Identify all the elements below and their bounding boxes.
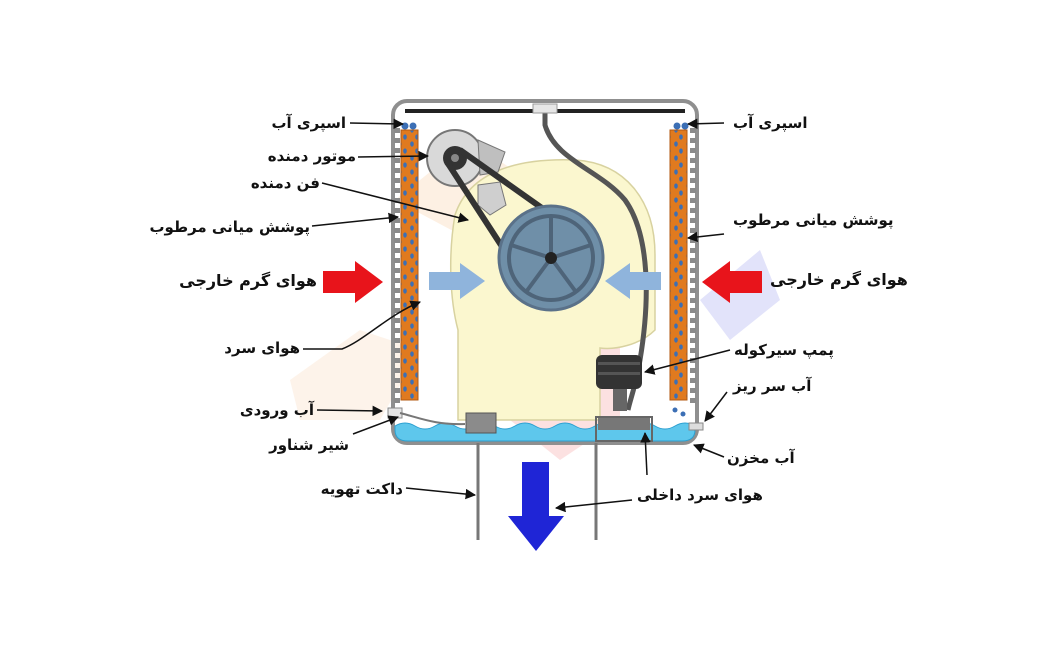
label-duct: داکت تهویه <box>320 480 403 498</box>
overflow-pipe <box>688 422 704 431</box>
label-hot-air-left: هوای گرم خارجی <box>179 271 317 290</box>
float-arm <box>399 412 466 426</box>
label-overflow: آب سر ریز <box>733 377 812 395</box>
label-hot-air-right: هوای گرم خارجی <box>770 270 908 289</box>
label-water-inlet: آب ورودی <box>239 401 314 419</box>
label-float-valve: شیر شناور <box>269 436 349 454</box>
float-valve <box>387 407 403 419</box>
label-spray-right: اسپری آب <box>733 114 808 132</box>
wet-pad-left <box>400 129 419 401</box>
label-inner-cool-air: هوای سرد داخلی <box>637 486 763 504</box>
wet-pad-right <box>669 129 688 401</box>
leader-lines <box>303 118 731 513</box>
label-cool-air: هوای سرد <box>224 339 300 357</box>
pipe-tee <box>532 103 558 114</box>
reservoir-water <box>394 422 696 442</box>
cool-air-arrow-icon <box>605 263 661 299</box>
cabinet-frame <box>391 99 699 445</box>
hot-air-arrow-icon <box>323 261 383 303</box>
label-spray-left: اسپری آب <box>271 114 346 132</box>
label-circulation-pump: پمپ سیرکوله <box>734 341 834 359</box>
label-wet-pad-left: پوشش میانی مرطوب <box>149 218 310 236</box>
circulation-pump <box>595 355 653 442</box>
fan-wheel <box>497 204 605 312</box>
cool-air-arrow-icon <box>429 263 485 299</box>
outflow-arrow-icon <box>508 462 564 551</box>
label-wet-pad-right: پوشش میانی مرطوب <box>733 211 894 229</box>
float <box>465 412 497 434</box>
hot-air-arrow-icon <box>702 261 762 303</box>
label-reservoir: آب مخزن <box>727 449 795 467</box>
label-blower-fan: فن دمنده <box>250 174 320 192</box>
label-blower-motor: موتور دمنده <box>267 147 356 165</box>
